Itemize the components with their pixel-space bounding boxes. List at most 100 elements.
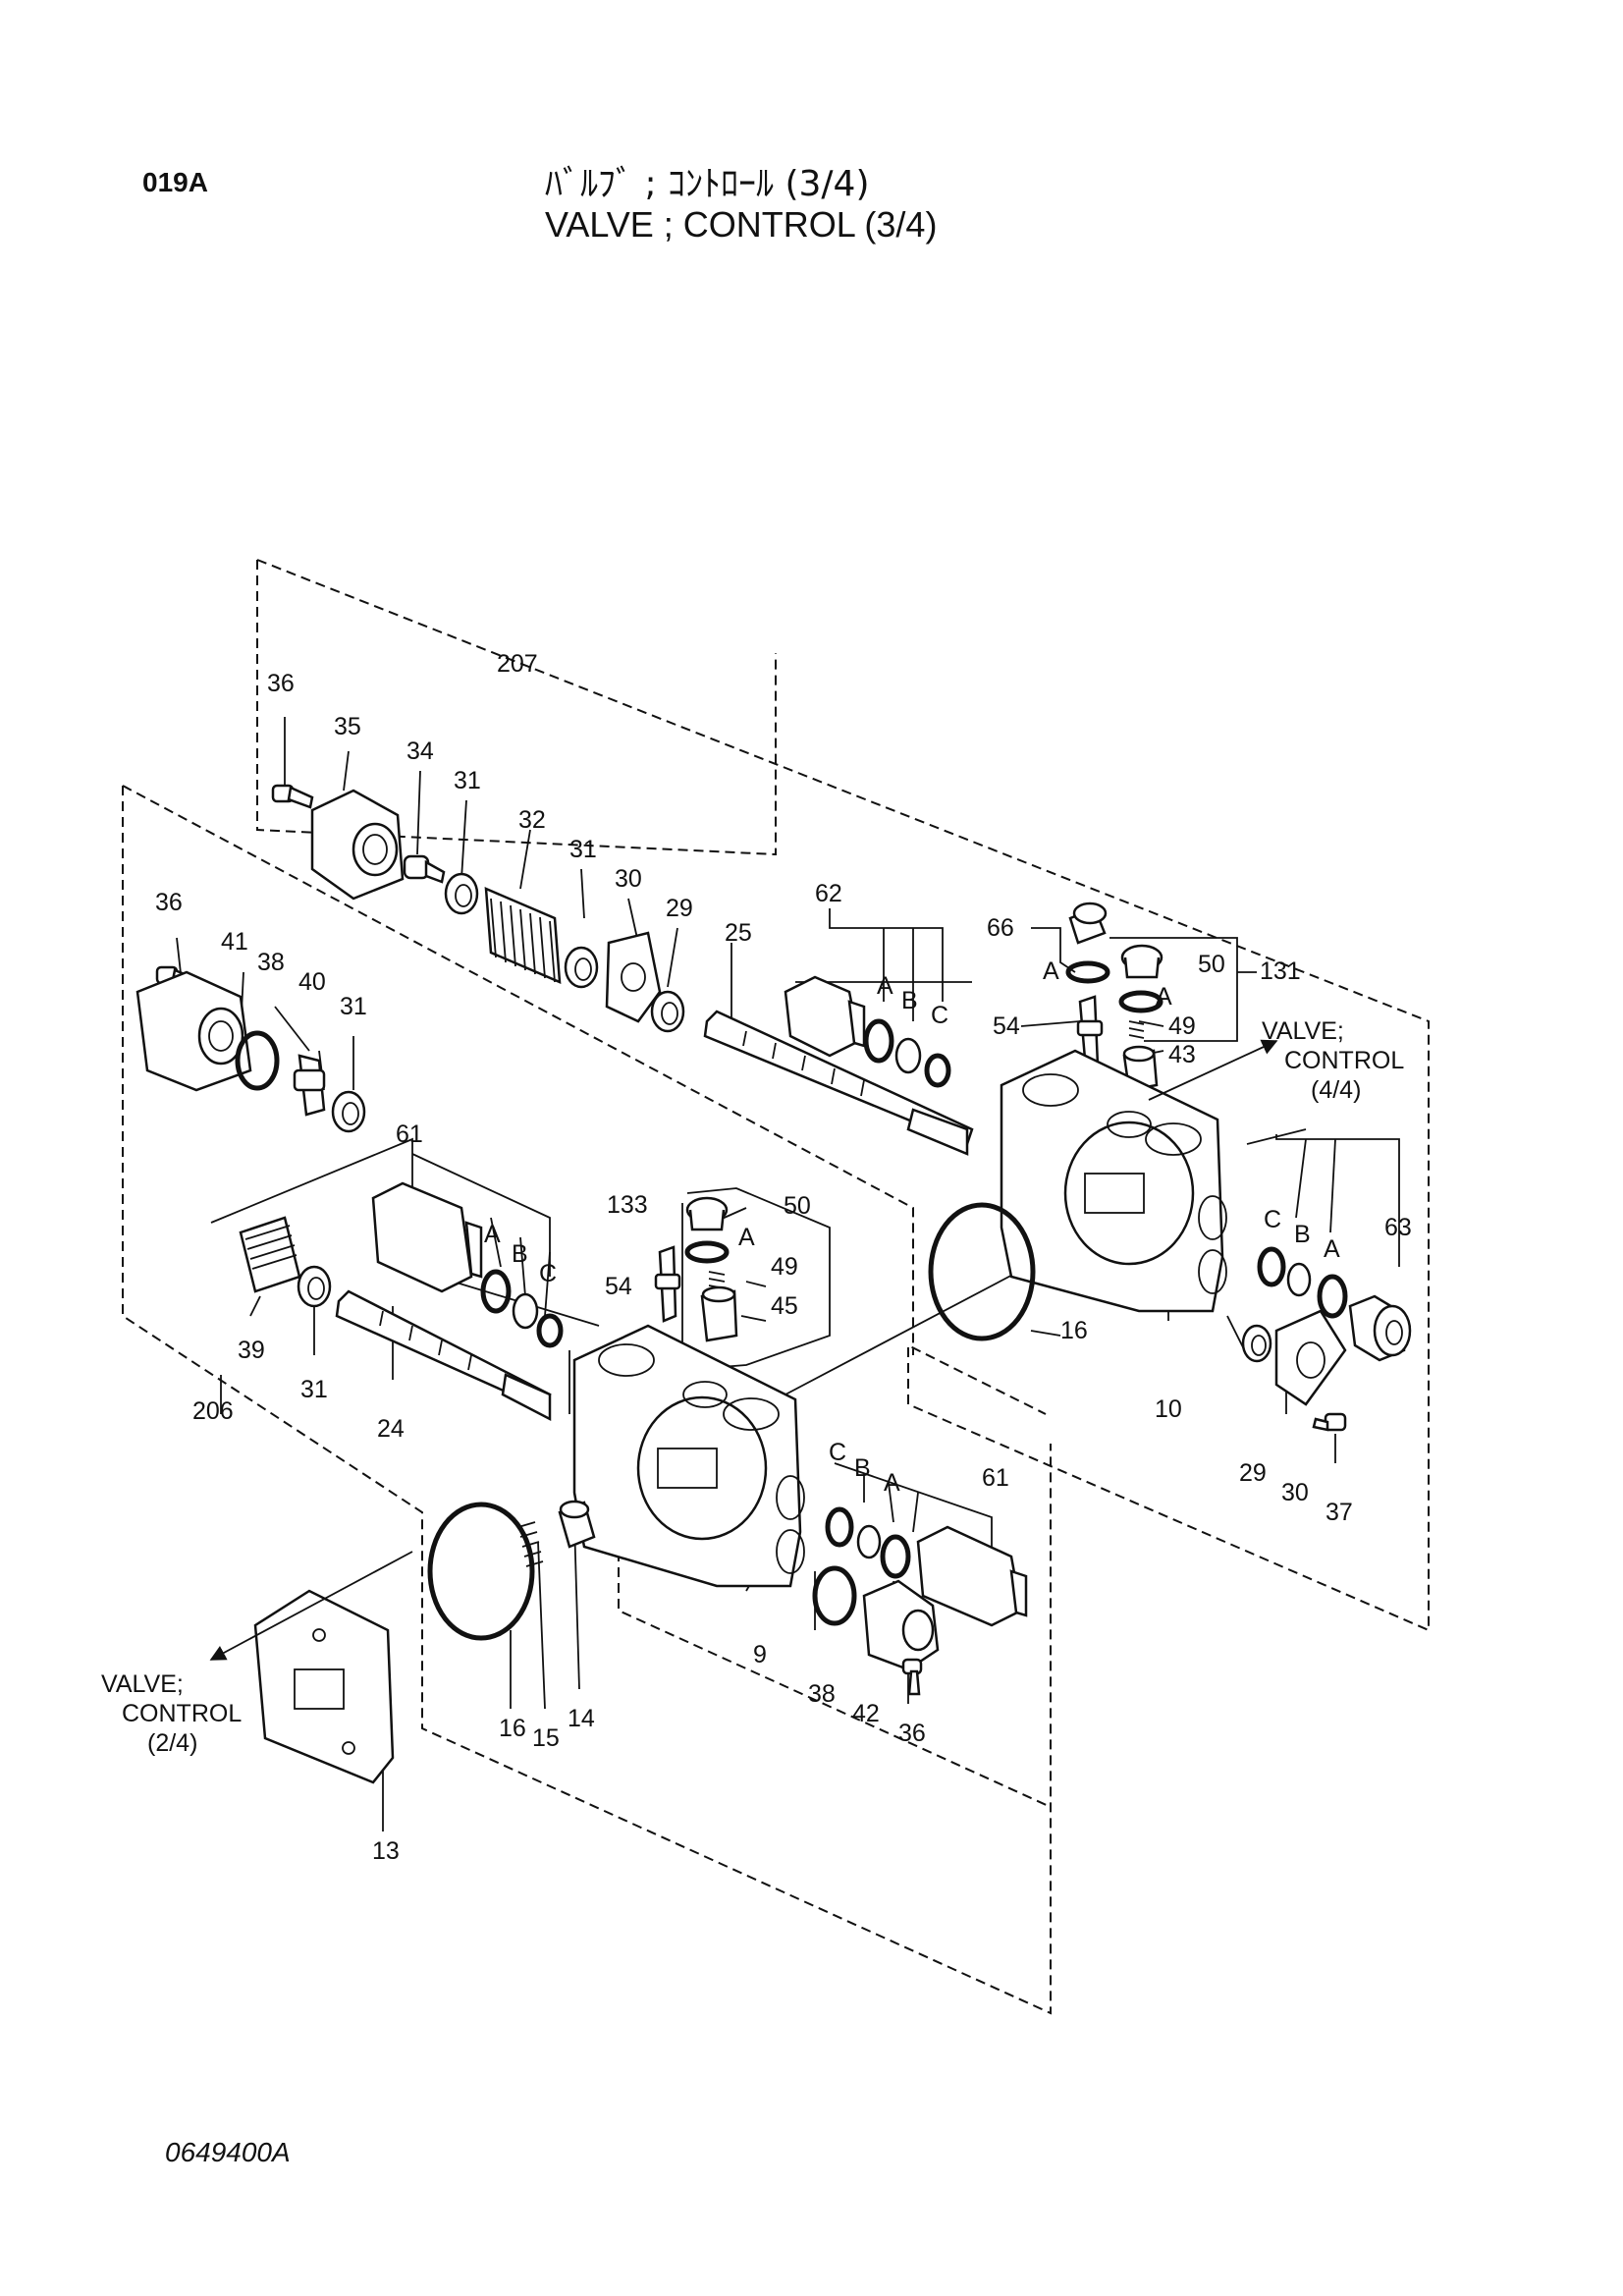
callout-54-upper: 54	[993, 1012, 1020, 1040]
callout-66: 66	[987, 914, 1014, 942]
reference-2-4-line3: (2/4)	[147, 1729, 197, 1757]
o-ring-63-c	[1257, 1246, 1286, 1287]
callout-31-b: 31	[569, 836, 597, 863]
callout-25: 25	[725, 919, 752, 947]
callout-labels: 207 206 36 35 34 31 32 31 30 29 25 62 A …	[155, 650, 1412, 1865]
callout-61-lower-b: B	[854, 1454, 871, 1482]
o-ring-63-a	[1317, 1274, 1348, 1319]
o-ring-62-a	[863, 1018, 894, 1064]
check-54-upper	[1076, 995, 1104, 1072]
callout-61-upper: 61	[396, 1121, 423, 1148]
callout-131: 131	[1260, 957, 1301, 985]
callout-36-left: 36	[155, 889, 183, 916]
flange-42	[862, 1579, 940, 1671]
callout-63-b: B	[1294, 1221, 1311, 1248]
o-ring-61-upper-a	[480, 1269, 512, 1314]
o-ring-50-upper-a	[1118, 990, 1163, 1013]
callout-62-c: C	[931, 1002, 948, 1029]
callout-38-left: 38	[257, 949, 285, 976]
reference-4-4-line2: CONTROL	[1284, 1047, 1404, 1074]
callout-35: 35	[334, 713, 361, 740]
callout-62-a: A	[877, 972, 893, 1000]
housing-9	[572, 1324, 805, 1588]
callout-39: 39	[238, 1337, 265, 1364]
spring-32	[484, 887, 562, 984]
o-ring-50-lower-a	[684, 1240, 730, 1264]
callout-43: 43	[1168, 1041, 1196, 1068]
callout-50-upper-a: A	[1156, 983, 1172, 1011]
cover-13	[253, 1589, 395, 1784]
check-54-lower	[654, 1245, 681, 1323]
callout-45: 45	[771, 1292, 798, 1320]
spring-49-upper	[1128, 1020, 1145, 1039]
callout-29-lower: 29	[1239, 1459, 1267, 1487]
poppet-45	[700, 1285, 738, 1342]
callout-34: 34	[406, 738, 434, 765]
callout-50-lower: 50	[784, 1192, 811, 1220]
relief-valve-61-upper	[371, 1181, 483, 1293]
callout-49-upper: 49	[1168, 1012, 1196, 1040]
o-ring-61-lower-a	[880, 1534, 911, 1579]
callout-31-a: 31	[454, 767, 481, 794]
assembly-207-boundary	[256, 559, 1430, 1632]
o-ring-38-lower	[812, 1565, 857, 1626]
reference-4-4-line1: VALVE;	[1262, 1017, 1344, 1045]
callout-42: 42	[852, 1700, 880, 1727]
callout-30-lower: 30	[1281, 1479, 1309, 1506]
assembly-206-boundary	[122, 785, 1052, 2015]
callout-206: 206	[192, 1397, 234, 1425]
callout-133: 133	[607, 1191, 648, 1219]
plate-30-lower	[1274, 1309, 1347, 1406]
retainer-31-d	[297, 1265, 332, 1308]
bolt-36-lower	[901, 1658, 923, 1696]
callout-30-upper: 30	[615, 865, 642, 893]
section-code: 019A	[142, 167, 208, 197]
o-ring-66-a	[1065, 960, 1110, 984]
callout-41: 41	[221, 928, 248, 956]
callout-31-d: 31	[300, 1376, 328, 1403]
seal-29-upper	[650, 990, 685, 1033]
spring-39	[239, 1216, 301, 1293]
callout-61-upper-c: C	[539, 1260, 557, 1287]
o-ring-62-c	[924, 1053, 951, 1088]
relief-valve-63	[1348, 1294, 1412, 1362]
spool-25	[703, 1010, 974, 1156]
o-ring-61-upper-c	[536, 1313, 564, 1348]
callout-24: 24	[377, 1415, 405, 1443]
stopper-34	[403, 854, 446, 884]
callout-63-c: C	[1264, 1206, 1281, 1233]
arrow-to-control-2-4	[209, 1551, 413, 1661]
callout-61-upper-a: A	[484, 1221, 501, 1248]
spool-24	[335, 1289, 552, 1422]
callout-13: 13	[372, 1837, 400, 1865]
retainer-31-b	[564, 946, 599, 989]
arrow-to-control-4-4	[1148, 1039, 1278, 1101]
plug-66	[1068, 902, 1108, 945]
plug-50-lower	[685, 1196, 729, 1231]
retainer-31-a	[444, 872, 479, 915]
callout-61-lower-c: C	[829, 1439, 846, 1466]
stopper-40	[293, 1054, 326, 1117]
o-ring-38-left	[235, 1030, 280, 1091]
o-ring-16-lower	[427, 1502, 535, 1641]
callout-16-lower: 16	[499, 1715, 526, 1742]
spring-15	[517, 1521, 544, 1567]
callout-207: 207	[497, 650, 538, 678]
callout-9: 9	[753, 1641, 767, 1668]
title-japanese: ﾊﾞﾙﾌﾞ ; ｺﾝﾄﾛｰﾙ (3/4)	[545, 164, 870, 204]
reference-2-4-line2: CONTROL	[122, 1700, 242, 1727]
reference-4-4-line3: (4/4)	[1311, 1076, 1361, 1104]
title-english: VALVE ; CONTROL (3/4)	[545, 204, 938, 245]
cap-35	[310, 789, 405, 901]
o-ring-16-upper	[928, 1202, 1036, 1341]
relief-valve-62	[784, 975, 866, 1058]
plate-30-upper	[605, 931, 662, 1023]
callout-32: 32	[518, 806, 546, 834]
callout-38-lower: 38	[808, 1680, 836, 1708]
reference-2-4-line1: VALVE;	[101, 1670, 184, 1698]
callout-63: 63	[1384, 1214, 1412, 1241]
callout-40: 40	[298, 968, 326, 996]
callout-16-upper: 16	[1060, 1317, 1088, 1344]
callout-15: 15	[532, 1724, 560, 1752]
callout-63-a: A	[1324, 1235, 1340, 1263]
